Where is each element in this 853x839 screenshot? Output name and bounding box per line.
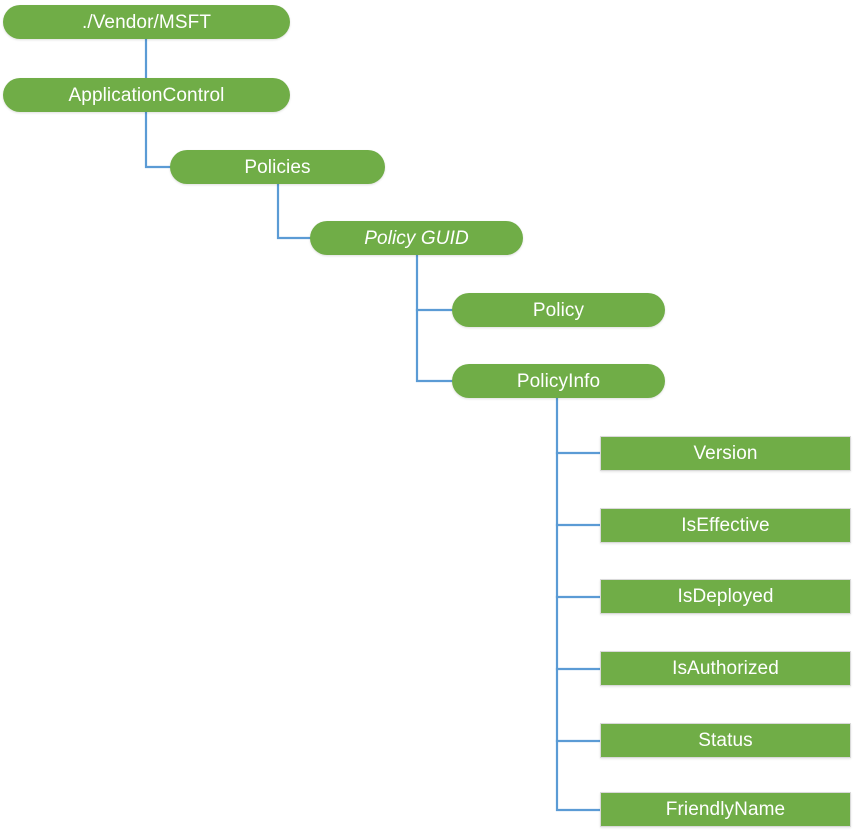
tree-node-label: IsDeployed [677,586,774,607]
connector-policies-to-policyguid [276,182,314,240]
tree-node-label: IsEffective [681,515,770,536]
connector-policyinfo-to-isdeployed [555,523,602,599]
tree-node-isdeployed[interactable]: IsDeployed [600,579,851,614]
tree-node-label: Policy [532,299,585,321]
tree-node-label: Status [698,730,753,751]
connector-policyguid-to-policyinfo [415,308,456,383]
connector-appcontrol-to-policies [144,110,174,169]
tree-node-version[interactable]: Version [600,436,851,471]
tree-node-isauthorized[interactable]: IsAuthorized [600,651,851,686]
connector-policyinfo-to-status [555,667,602,743]
tree-node-policy[interactable]: Policy [452,293,665,327]
tree-node-policies[interactable]: Policies [170,150,385,184]
connector-policyguid-to-policy [415,253,456,312]
tree-node-iseffective[interactable]: IsEffective [600,508,851,543]
tree-node-label: PolicyInfo [516,370,601,392]
tree-node-label: Policy GUID [364,227,469,249]
connector-policyinfo-to-friendlyname [555,739,602,812]
tree-node-appcontrol[interactable]: ApplicationControl [3,78,290,112]
tree-node-label: IsAuthorized [672,658,779,679]
tree-node-vendor[interactable]: ./Vendor/MSFT [3,5,290,39]
tree-node-policyguid[interactable]: Policy GUID [310,221,523,255]
connector-policyinfo-to-iseffective [555,451,602,527]
connector-policyinfo-to-version [555,396,602,455]
tree-node-label: Version [693,443,758,464]
tree-node-policyinfo[interactable]: PolicyInfo [452,364,665,398]
tree-node-status[interactable]: Status [600,723,851,758]
tree-node-label: FriendlyName [665,799,786,820]
connector-policyinfo-to-isauthorized [555,595,602,671]
tree-node-label: Policies [244,156,311,178]
tree-node-friendlyname[interactable]: FriendlyName [600,792,851,827]
tree-node-label: ApplicationControl [68,84,225,106]
tree-node-label: ./Vendor/MSFT [81,11,212,33]
